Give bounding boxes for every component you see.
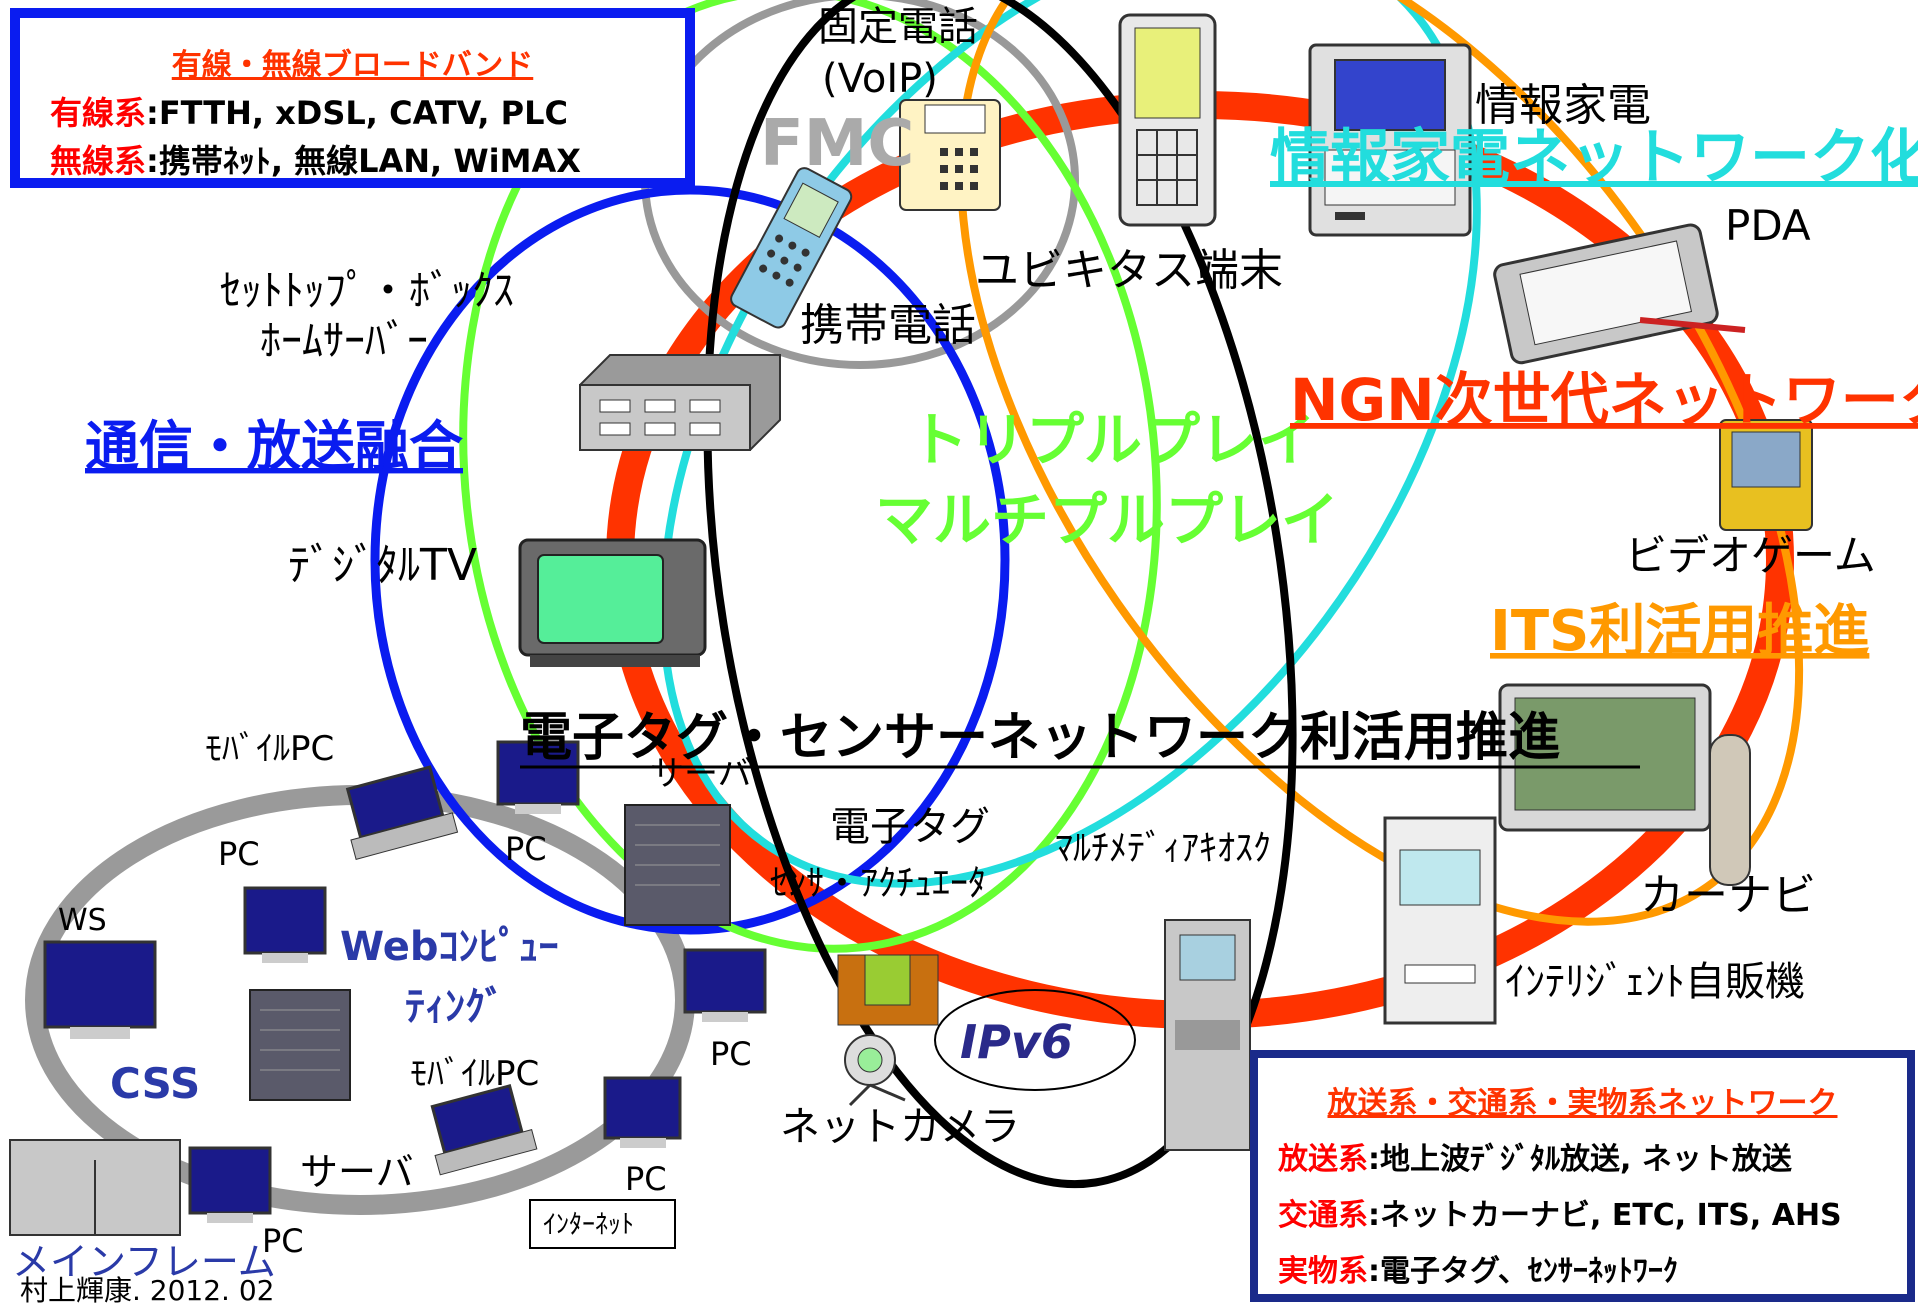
mobile-pc-label-bottom: ﾓﾊﾞｲﾙPC — [410, 1054, 539, 1094]
ws-label: WS — [58, 903, 107, 938]
tag-sensor-ellipse — [703, 0, 1297, 1189]
car-navi-icon — [1498, 683, 1751, 886]
wireless-value: :携帯ﾈｯﾄ, 無線LAN, WiMAX — [146, 142, 581, 180]
info-appliance-icon — [1308, 43, 1472, 237]
wireless-key: 無線系 — [50, 142, 147, 180]
vending-label: ｲﾝﾃﾘｼﾞｪﾝﾄ自販機 — [1505, 959, 1805, 1005]
wired-wireless-box: 有線・無線ブロードバンド 有線系:FTTH, xDSL, CATV, PLC 無… — [10, 8, 695, 188]
broadcast-value: :地上波ﾃﾞｼﾞﾀﾙ放送, ネット放送 — [1368, 1142, 1792, 1177]
triple-play-ellipse — [459, 0, 1161, 953]
info-appliance-network-heading: 情報家電ネットワーク化 — [1270, 123, 1918, 193]
internet-label: ｲﾝﾀｰﾈｯﾄ — [543, 1210, 634, 1240]
wired-value: :FTTH, xDSL, CATV, PLC — [146, 94, 568, 132]
mobile-pc-label-top: ﾓﾊﾞｲﾙPC — [205, 729, 334, 769]
video-game-label: ビデオゲーム — [1625, 531, 1876, 580]
mobile-phone-icon — [730, 167, 853, 329]
mobile-pc-icon-top — [345, 765, 459, 860]
set-top-box-icon — [579, 354, 781, 451]
physical-value: :電子タグ、ｾﾝｻｰﾈｯﾄﾜｰｸ — [1368, 1254, 1678, 1289]
broadcast-row: 放送系:地上波ﾃﾞｼﾞﾀﾙ放送, ネット放送 — [1278, 1134, 1907, 1178]
transport-row: 交通系:ネットカーナビ, ETC, ITS, AHS — [1278, 1190, 1907, 1234]
ngn-heading: NGN次世代ネットワーク — [1290, 366, 1918, 434]
transport-value: :ネットカーナビ, ETC, ITS, AHS — [1368, 1198, 1842, 1233]
tag-sensor-heading: 電子タグ・センサーネットワーク利活用推進 — [520, 708, 1560, 768]
internet-box — [529, 1199, 676, 1249]
pc-icon-1 — [496, 740, 580, 814]
etag-label: 電子タグ — [830, 804, 990, 850]
pc-icon-5 — [188, 1146, 272, 1223]
car-navi-label: カーナビ — [1640, 870, 1816, 921]
pc-icon-3 — [683, 948, 767, 1022]
pc-label-1: PC — [505, 830, 547, 868]
digital-tv-label: ﾃﾞｼﾞﾀﾙTV — [288, 540, 477, 591]
pda-label: PDA — [1725, 201, 1811, 250]
kiosk-label: ﾏﾙﾁﾒﾃﾞｨｱｷｵｽｸ — [1055, 828, 1271, 869]
net-camera-label: ネットカメラ — [780, 1104, 1020, 1150]
comm-broadcast-ellipse — [370, 185, 1010, 935]
server-label-top: サーバ — [650, 754, 752, 794]
broadcast-transport-title: 放送系・交通系・実物系ネットワーク — [1327, 1086, 1838, 1121]
pc-label-5: PC — [262, 1222, 304, 1260]
wired-key: 有線系 — [50, 94, 147, 132]
triple-play-heading: トリプルプレイ — [910, 406, 1316, 474]
kiosk-icon — [1164, 919, 1251, 1151]
fmc-heading: FMC — [760, 107, 914, 181]
css-heading: CSS — [110, 1059, 200, 1108]
pc-label-3: PC — [710, 1035, 752, 1073]
physical-row: 実物系:電子タグ、ｾﾝｻｰﾈｯﾄﾜｰｸ — [1278, 1246, 1907, 1290]
etag-icon — [837, 954, 939, 1026]
ubiquitous-label: ユビキタス端末 — [975, 245, 1283, 296]
settop-label-1: ｾｯﾄﾄｯﾌﾟ・ﾎﾞｯｸｽ — [220, 266, 514, 315]
vending-machine-icon — [1383, 816, 1497, 1025]
broadcast-key: 放送系 — [1278, 1142, 1368, 1177]
fixed-phone-label-1: 固定電話 — [818, 4, 978, 50]
pc-icon-4 — [603, 1076, 682, 1148]
settop-label-2: ﾎｰﾑｻｰﾊﾞｰ — [260, 316, 428, 365]
wired-row: 有線系:FTTH, xDSL, CATV, PLC — [50, 88, 685, 134]
mobile-phone-label: 携帯電話 — [800, 300, 976, 351]
fixed-phone-icon — [899, 99, 1001, 211]
pc-icon-2 — [243, 886, 327, 963]
pc-label-2: PC — [218, 835, 260, 873]
ubiquitous-terminal-icon — [1118, 13, 1217, 227]
physical-key: 実物系 — [1278, 1254, 1368, 1289]
web-computing-heading-1: Webｺﾝﾋﾟｭｰ — [340, 924, 558, 970]
wired-wireless-title: 有線・無線ブロードバンド — [171, 48, 534, 83]
server-icon-top — [624, 804, 731, 926]
pda-icon — [1493, 223, 1719, 365]
mobile-pc-icon-bottom — [430, 1084, 538, 1176]
pda-stylus — [1639, 317, 1746, 333]
web-computing-heading-2: ﾃｨﾝｸﾞ — [405, 984, 505, 1030]
ipv6-heading: IPv6 — [960, 1015, 1073, 1069]
server-label-bottom: サーバ — [300, 1150, 414, 1194]
fixed-phone-label-2: (VoIP) — [822, 56, 938, 102]
pc-label-4: PC — [625, 1160, 667, 1198]
digital-tv-icon — [518, 538, 707, 667]
net-camera-icon — [844, 1034, 906, 1107]
transport-key: 交通系 — [1278, 1198, 1368, 1233]
its-heading: ITS利活用推進 — [1490, 599, 1869, 664]
broadcast-transport-box: 放送系・交通系・実物系ネットワーク 放送系:地上波ﾃﾞｼﾞﾀﾙ放送, ネット放送… — [1250, 1050, 1915, 1302]
ws-icon — [43, 940, 157, 1039]
multi-play-heading: マルチプルプレイ — [875, 486, 1339, 554]
sensor-label: ｾﾝｻ・ｱｸﾁｭｴｰﾀ — [770, 863, 986, 904]
mainframe-icon — [9, 1139, 181, 1236]
server-icon-bottom — [249, 989, 351, 1101]
info-appliance-label: 情報家電 — [1475, 80, 1651, 131]
comm-broadcast-heading: 通信・放送融合 — [85, 415, 463, 478]
ipv6-ellipse — [934, 989, 1136, 1091]
wireless-row: 無線系:携帯ﾈｯﾄ, 無線LAN, WiMAX — [50, 136, 685, 182]
credit-label: 村上輝康. 2012. 02 — [20, 1274, 275, 1306]
mainframe-label: メインフレーム — [12, 1240, 276, 1284]
video-game-icon — [1719, 419, 1813, 531]
